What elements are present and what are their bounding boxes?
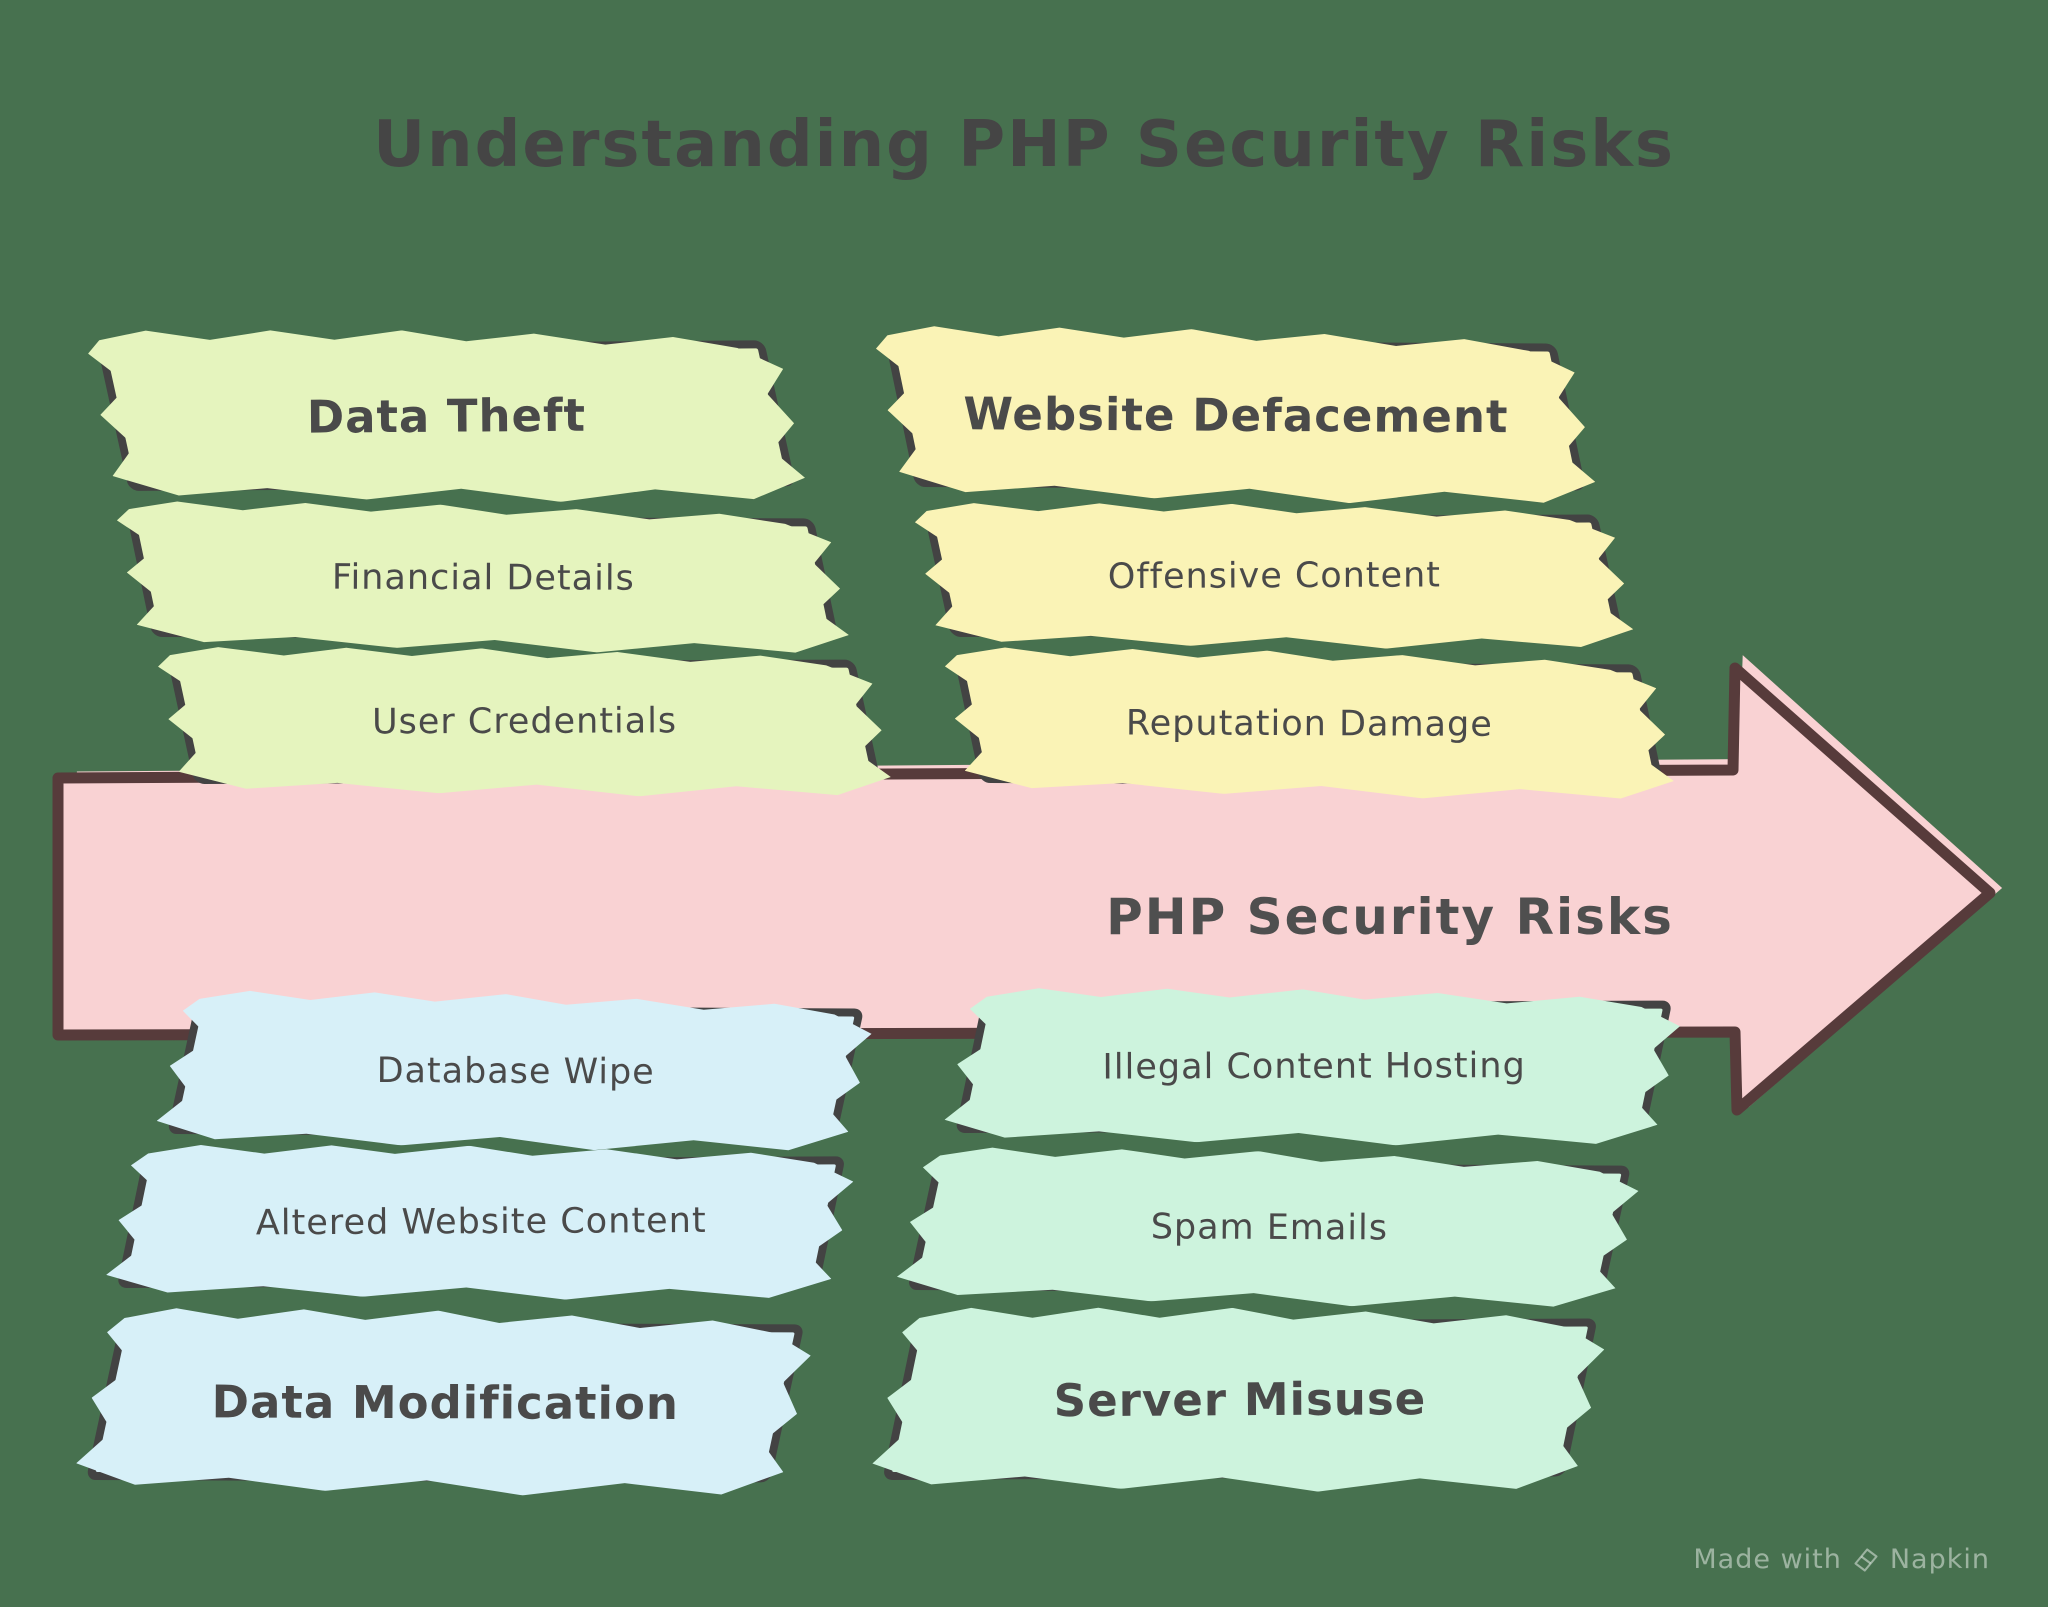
server-misuse-header-label: Server Misuse <box>1053 1371 1427 1427</box>
data-theft-header-label: Data Theft <box>306 388 587 444</box>
financial-details-box: Financial Details <box>127 516 839 640</box>
website-defacement-header-label: Website Defacement <box>962 387 1509 444</box>
offensive-content-label: Offensive Content <box>1107 554 1441 597</box>
database-wipe-box: Database Wipe <box>166 1005 865 1138</box>
arrow-label: PHP Security Risks <box>1106 888 1674 946</box>
spam-emails-label: Spam Emails <box>1150 1207 1388 1249</box>
website-defacement-header-box: Website Defacement <box>885 340 1587 491</box>
illegal-content-hosting-label: Illegal Content Hosting <box>1101 1046 1526 1088</box>
data-theft-header-box: Data Theft <box>97 340 797 491</box>
database-wipe-label: Database Wipe <box>376 1050 655 1093</box>
user-credentials-box: User Credentials <box>168 659 881 784</box>
altered-website-content-label: Altered Website Content <box>255 1201 707 1244</box>
napkin-logo-icon <box>1852 1546 1880 1574</box>
spam-emails-box: Spam Emails <box>907 1162 1632 1294</box>
altered-website-content-box: Altered Website Content <box>116 1156 846 1288</box>
data-modification-header-box: Data Modification <box>85 1322 805 1483</box>
watermark-brand: Napkin <box>1889 1544 1990 1575</box>
reputation-damage-label: Reputation Damage <box>1125 703 1493 745</box>
illegal-content-hosting-box: Illegal Content Hosting <box>954 1000 1673 1133</box>
server-misuse-header-box: Server Misuse <box>882 1318 1598 1480</box>
offensive-content-box: Offensive Content <box>925 514 1624 637</box>
reputation-damage-box: Reputation Damage <box>955 662 1664 786</box>
watermark-prefix: Made with <box>1693 1544 1842 1575</box>
financial-details-label: Financial Details <box>331 557 635 599</box>
made-with-napkin-watermark: Made with Napkin <box>1693 1544 1990 1575</box>
user-credentials-label: User Credentials <box>371 701 678 743</box>
data-modification-header-label: Data Modification <box>211 1374 679 1430</box>
page-title: Understanding PHP Security Risks <box>373 108 1675 182</box>
